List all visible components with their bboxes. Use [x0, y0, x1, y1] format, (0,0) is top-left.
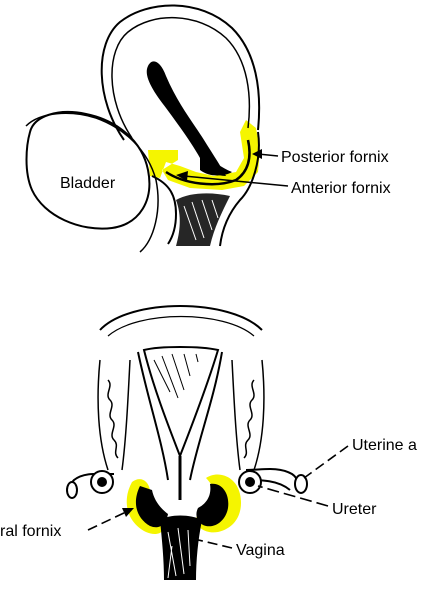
- label-ureter: Ureter: [332, 501, 377, 518]
- broad-ligament-left-outer: [97, 359, 109, 471]
- arrowhead-posterior-fornix: [252, 149, 262, 159]
- fornix-curve: [165, 139, 251, 186]
- broad-ligament-right-outer: [253, 359, 265, 471]
- uterine-cavity: [146, 61, 226, 177]
- label-uterine-artery: Uterine a: [352, 437, 417, 454]
- uterine-wall-right: [189, 351, 223, 481]
- uterus-inner-wall: [111, 16, 251, 139]
- label-vagina: Vagina: [236, 542, 285, 559]
- uterus-outline: [100, 4, 261, 141]
- uterine-artery-end: [294, 474, 308, 494]
- arrowhead-anterior-fornix: [176, 171, 188, 181]
- lateral-fornix-right: [196, 483, 229, 527]
- uterine-vessel-right: [243, 379, 255, 459]
- cavity-hatch: [153, 353, 199, 399]
- bladder-wall: [25, 112, 159, 253]
- label-anterior-fornix: Anterior fornix: [291, 180, 391, 197]
- pointer-vagina: [189, 537, 233, 549]
- sagittal-section: Bladder Posterior fornix Anterior fornix: [25, 4, 391, 253]
- vaginal-tissue: [176, 193, 230, 246]
- anterior-vaginal-wall: [151, 175, 178, 245]
- bladder-outline: [25, 111, 151, 230]
- label-bladder: Bladder: [60, 175, 116, 192]
- vaginal-hatch: [167, 527, 191, 579]
- uterine-vessel-left: [107, 379, 119, 459]
- pointer-anterior-fornix: [183, 175, 289, 187]
- lateral-fornix-left: [135, 486, 168, 528]
- uterine-cavity-coronal: [142, 346, 220, 459]
- vaginal-tissue-hatch: [183, 199, 219, 241]
- arrowhead-lateral-fornix: [122, 508, 134, 517]
- uterine-fundus: [99, 305, 263, 331]
- pointer-uterine-artery: [303, 445, 349, 479]
- label-posterior-fornix: Posterior fornix: [281, 149, 389, 166]
- ureter-left-inner: [97, 477, 107, 487]
- uterine-fundus-inner: [107, 316, 255, 337]
- uterine-artery-left-end: [66, 481, 78, 499]
- pointer-lateral-fornix: [87, 511, 127, 531]
- coronal-section: Uterine a Ureter ral fornix Vagina: [0, 305, 417, 580]
- cervical-canal: [200, 150, 232, 176]
- fornix-highlight-upper: [148, 120, 260, 190]
- ureter-right-inner: [245, 477, 255, 487]
- pointer-ureter: [257, 485, 329, 507]
- uterine-wall-left: [137, 351, 169, 481]
- label-lateral-fornix: ral fornix: [0, 523, 61, 540]
- broad-ligament-left-inner: [121, 359, 131, 471]
- broad-ligament-right-inner: [231, 359, 241, 471]
